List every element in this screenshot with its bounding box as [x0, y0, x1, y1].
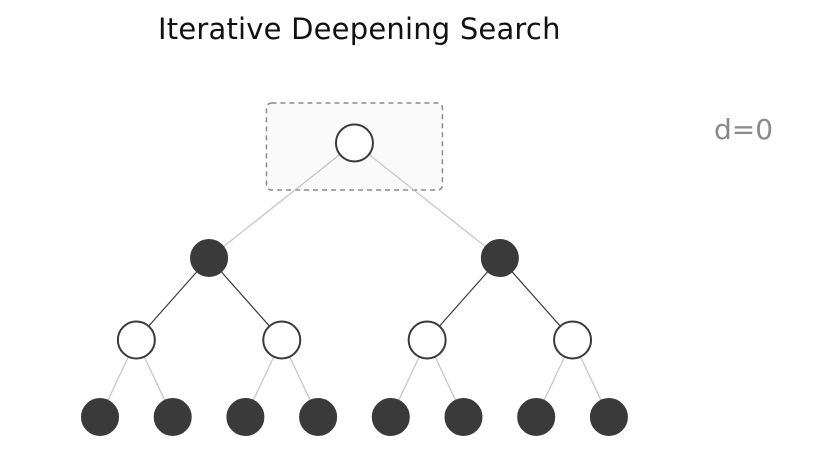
tree-edge [208, 142, 355, 259]
filled-node [226, 398, 265, 436]
tree-edge [354, 142, 501, 259]
open-node [116, 320, 156, 360]
filled-node [299, 398, 338, 436]
open-node [407, 320, 447, 360]
filled-node [480, 239, 519, 277]
open-node [334, 123, 374, 163]
filled-node [444, 398, 483, 436]
depth-label: d=0 [714, 113, 774, 146]
filled-node [371, 398, 410, 436]
open-node [262, 320, 302, 360]
diagram-title: Iterative Deepening Search [158, 12, 561, 46]
filled-node [589, 398, 628, 436]
filled-node [81, 398, 119, 436]
filled-node [153, 398, 192, 436]
nodes-layer [81, 123, 628, 436]
filled-node [190, 239, 229, 277]
filled-node [517, 398, 556, 436]
open-node [553, 320, 593, 360]
